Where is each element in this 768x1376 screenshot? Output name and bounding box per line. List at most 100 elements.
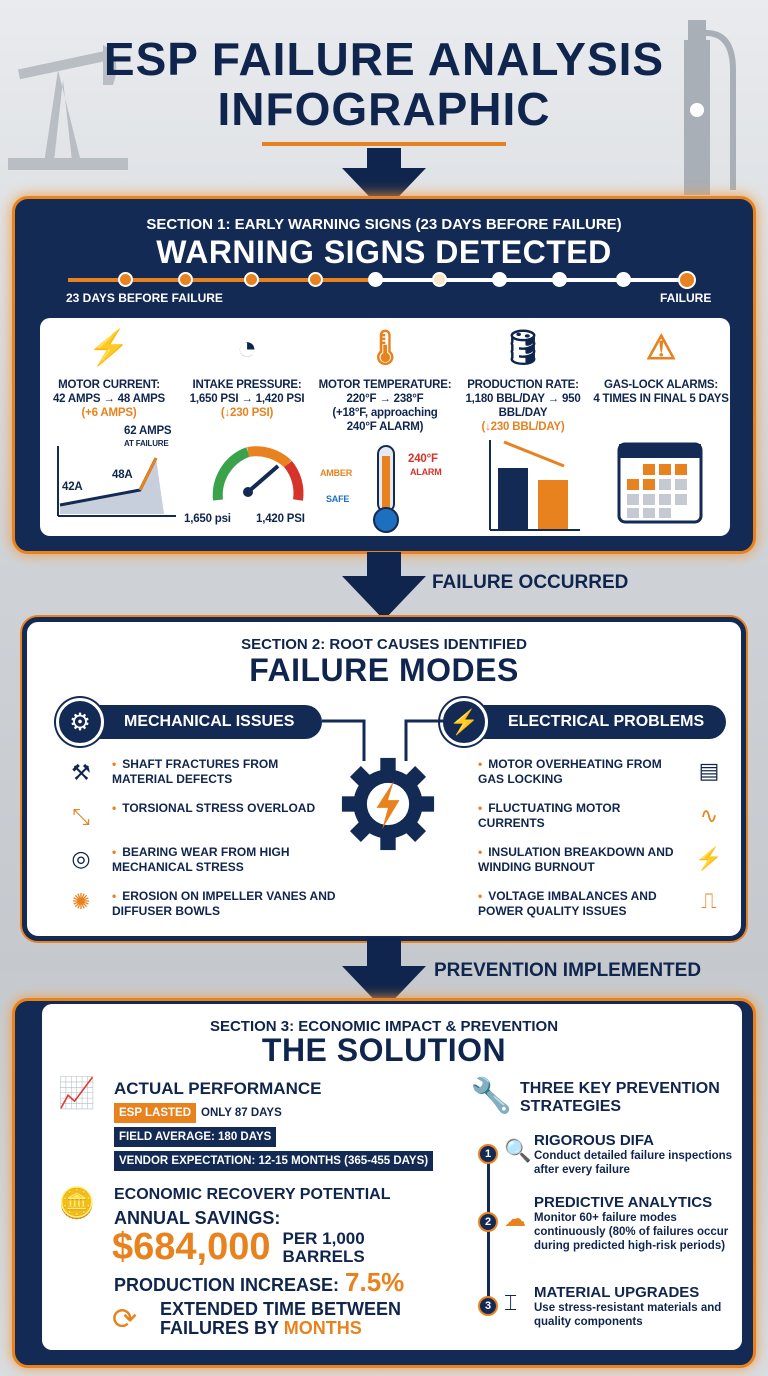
- extended-line: FAILURES BY: [160, 1318, 279, 1338]
- flow-arrow-2-stem: [367, 552, 401, 578]
- magnifier-icon: 🔍: [504, 1138, 532, 1163]
- gear-icon: ⚙: [56, 698, 104, 746]
- section-2-title: FAILURE MODES: [249, 652, 519, 688]
- sign-gas-lock-alarms: ⚠ GAS-LOCK ALARMS: 4 TIMES IN FINAL 5 DA…: [592, 318, 730, 524]
- electrical-problems-header: ELECTRICAL PROBLEMS⚡: [440, 698, 726, 746]
- sign-title: INTAKE PRESSURE:: [192, 379, 302, 391]
- current-line-chart: [57, 446, 176, 517]
- chart-label: 62 AMPS: [124, 425, 172, 437]
- sign-delta: (+18°F, approaching 240°F ALARM): [332, 407, 438, 433]
- sign-value: 1,650 PSI → 1,420 PSI: [189, 393, 305, 405]
- pumpjack-icon: [8, 45, 128, 170]
- timeline-end-label: FAILURE: [660, 291, 712, 305]
- chart-label: ALARM: [410, 467, 442, 477]
- sign-delta: (+6 AMPS): [81, 407, 137, 419]
- savings-value: $684,000: [112, 1226, 271, 1268]
- chart-label: 240°F: [408, 453, 438, 465]
- chart-label: 1,420 PSI: [256, 513, 305, 525]
- growth-chart-icon: 📈: [58, 1077, 96, 1110]
- chart-label: 1,650 psi: [184, 513, 231, 525]
- esp-lasted-value: ONLY 87 DAYS: [201, 1107, 282, 1119]
- chart-label: 42A: [62, 481, 83, 493]
- flow-arrow-2: [342, 576, 426, 620]
- thermometer-gauge: [373, 445, 399, 533]
- prevention-implemented-label: PREVENTION IMPLEMENTED: [434, 960, 702, 981]
- sign-motor-current: ⚡ MOTOR CURRENT: 42 AMPS → 48 AMPS (+6 A…: [40, 318, 178, 517]
- flow-arrow-1-stem: [367, 148, 401, 170]
- waveform-icon: ∿: [699, 803, 719, 828]
- gauge-icon: ◔: [236, 329, 258, 367]
- performance-title: ACTUAL PERFORMANCE: [114, 1079, 322, 1098]
- savings-unit-line: PER 1,000: [282, 1228, 365, 1248]
- electrical-item: •VOLTAGE IMBALANCES AND POWER QUALITY IS…: [478, 889, 657, 918]
- strategies-title-line: STRATEGIES: [520, 1098, 622, 1115]
- mechanical-item: •BEARING WEAR FROM HIGH MECHANICAL STRES…: [112, 845, 290, 874]
- electrical-item: •INSULATION BREAKDOWN AND WINDING BURNOU…: [478, 845, 674, 874]
- mechanical-item: •TORSIONAL STRESS OVERLOAD: [112, 801, 316, 815]
- sign-title: GAS-LOCK ALARMS:: [604, 379, 718, 391]
- clock-cycle-icon: ⟳: [112, 1303, 138, 1336]
- electrical-item: •MOTOR OVERHEATING FROM GAS LOCKING: [478, 757, 662, 786]
- strategies-title-line: THREE KEY PREVENTION: [520, 1080, 720, 1097]
- sign-delta: (↓230 PSI): [220, 407, 274, 419]
- warning-signs-card: ⚡ MOTOR CURRENT: 42 AMPS → 48 AMPS (+6 A…: [40, 318, 730, 536]
- vendor-expectation-bar: VENDOR EXPECTATION: 12-15 MONTHS (365-45…: [114, 1151, 434, 1171]
- title-line-2: INFOGRAPHIC: [217, 83, 551, 135]
- sign-title: MOTOR CURRENT:: [58, 379, 160, 391]
- burnt-wire-icon: ⚡: [695, 846, 723, 871]
- section-1-title: WARNING SIGNS DETECTED: [156, 234, 612, 270]
- solution-card: [42, 1004, 742, 1350]
- sign-value: 4 TIMES IN FINAL 5 DAYS: [593, 393, 729, 405]
- production-bar-chart: [489, 440, 580, 531]
- title-underline: [262, 142, 506, 146]
- section-3-title: THE SOLUTION: [261, 1032, 507, 1068]
- item-text: SHAFT FRACTURES FROM MATERIAL DEFECTS: [112, 757, 279, 786]
- economic-title: ECONOMIC RECOVERY POTENTIAL: [114, 1186, 391, 1203]
- sign-value: 220°F → 238°F: [346, 393, 424, 405]
- flow-arrow-3-stem: [367, 938, 401, 968]
- item-text: INSULATION BREAKDOWN AND WINDING BURNOUT: [478, 845, 674, 874]
- wellhead-icon: [684, 20, 736, 195]
- electrical-item: •FLUCTUATING MOTOR CURRENTS: [478, 801, 621, 830]
- section-2-label: SECTION 2: ROOT CAUSES IDENTIFIED: [241, 636, 527, 653]
- calendar-alarms-icon: [617, 442, 703, 524]
- wrench-gear-icon: 🔧: [470, 1077, 513, 1115]
- mechanical-issues-header: MECHANICAL ISSUES⚙: [56, 698, 322, 746]
- savings-label: ANNUAL SAVINGS:: [114, 1208, 281, 1228]
- sign-value: 1,180 BBL/DAY → 950 BBL/DAY: [465, 393, 581, 419]
- production-row: PRODUCTION INCREASE: 7.5%: [114, 1267, 404, 1298]
- item-text: VOLTAGE IMBALANCES AND POWER QUALITY ISS…: [478, 889, 657, 918]
- gas-warning-icon: ⚠: [645, 329, 677, 367]
- steel-beam-icon: ⌶: [504, 1290, 518, 1315]
- item-text: TORSIONAL STRESS OVERLOAD: [122, 801, 316, 815]
- voltage-wave-icon: ⎍: [701, 888, 717, 913]
- strategy-title: PREDICTIVE ANALYTICS: [534, 1194, 713, 1211]
- oil-barrel-icon: 🛢: [501, 329, 545, 367]
- strategy-title: MATERIAL UPGRADES: [534, 1284, 700, 1301]
- esp-lasted-tag: ESP LASTED: [114, 1103, 196, 1123]
- torsional-stress-icon: ⤡: [72, 804, 90, 829]
- sign-title: PRODUCTION RATE:: [467, 379, 579, 391]
- chart-label: 48A: [112, 469, 133, 481]
- strategy-desc: Monitor 60+ failure modes continuously (…: [534, 1212, 729, 1252]
- mechanical-item: •SHAFT FRACTURES FROM MATERIAL DEFECTS: [112, 757, 279, 786]
- strategy-number: 1: [478, 1144, 498, 1164]
- item-text: MOTOR OVERHEATING FROM GAS LOCKING: [478, 757, 662, 786]
- strategy-desc: Conduct detailed failure inspections aft…: [534, 1150, 733, 1176]
- esp-lasted-row: ESP LASTED ONLY 87 DAYS: [114, 1103, 282, 1123]
- section-1-label: SECTION 1: EARLY WARNING SIGNS (23 DAYS …: [146, 216, 622, 233]
- coins-icon: 🪙: [58, 1187, 96, 1220]
- bearing-icon: ◎: [71, 846, 91, 871]
- sign-value: 42 AMPS → 48 AMPS: [52, 393, 166, 405]
- strategy-title: RIGOROUS DIFA: [534, 1132, 655, 1149]
- cloud-upload-icon: ☁: [504, 1206, 526, 1231]
- electrical-title: ELECTRICAL PROBLEMS: [446, 705, 726, 739]
- extended-line: EXTENDED TIME BETWEEN: [160, 1299, 402, 1319]
- production-value: 7.5%: [345, 1267, 405, 1297]
- failure-occurred-label: FAILURE OCCURRED: [432, 572, 629, 593]
